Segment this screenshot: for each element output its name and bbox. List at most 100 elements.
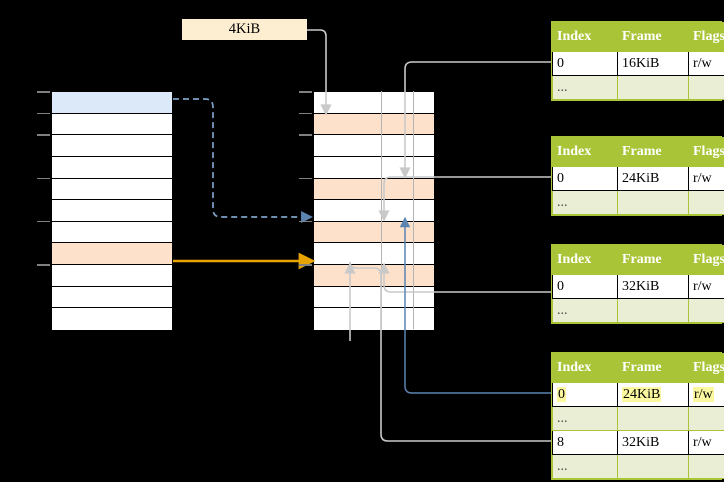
- virtual-address-space-row: [52, 221, 172, 244]
- page-table-4-r0-c2: r/w: [688, 382, 724, 407]
- page-table-2-r1-c2: [688, 190, 724, 215]
- table-row[interactable]: ...: [552, 190, 724, 215]
- physical-column-tick: [299, 134, 312, 136]
- page-table-4-r3-c1: [617, 454, 689, 479]
- page-table-1-r0-c2: r/w: [688, 51, 724, 76]
- page-table-1-r1-c1: [617, 75, 689, 100]
- table-row[interactable]: 0 24KiB r/w: [552, 382, 724, 407]
- page-table-3-header-2: Flags: [688, 245, 724, 275]
- virtual-address-space-row: [52, 135, 172, 157]
- virtual-column-tick: [37, 264, 50, 266]
- page-table-3-r1-c1: [617, 298, 689, 323]
- physical-column-tick: [299, 112, 312, 115]
- wire-virtual-row0-to-physical: [173, 98, 313, 223]
- virtual-address-space-row: [52, 243, 172, 265]
- page-table-3-header-1: Frame: [617, 245, 689, 275]
- status-badge: 0: [557, 386, 566, 402]
- physical-memory-row: [314, 156, 434, 179]
- physical-memory-row: [314, 243, 434, 265]
- physical-memory-row: [314, 308, 434, 330]
- physical-memory-row: [314, 92, 434, 114]
- virtual-address-space-row: [52, 156, 172, 179]
- physical-memory-row: [314, 178, 434, 201]
- page-table-2-r0-c0: 0: [552, 166, 618, 191]
- page-table-3-r0-c2: r/w: [688, 274, 724, 299]
- page-table-2-r1-c1: [617, 190, 689, 215]
- physical-column-tick: [299, 220, 312, 223]
- virtual-address-space-column: [51, 91, 173, 330]
- page-table-1-r1-c0: ...: [552, 75, 618, 100]
- page-table-1-header-2: Flags: [688, 22, 724, 52]
- page-table-4-r2-c2: r/w: [688, 430, 724, 455]
- table-row[interactable]: ...: [552, 298, 724, 323]
- status-badge: r/w: [693, 386, 714, 402]
- physical-column-rule-2: [413, 91, 415, 329]
- page-table-1-r0-c1: 16KiB: [617, 51, 689, 76]
- physical-column-tick: [299, 91, 312, 93]
- page-table-2-r0-c2: r/w: [688, 166, 724, 191]
- table-row[interactable]: ...: [552, 75, 724, 100]
- page-table-2-header-0: Index: [552, 137, 618, 167]
- virtual-column-tick: [37, 112, 50, 115]
- virtual-address-space-row: [52, 113, 172, 136]
- page-table-2-header-1: Frame: [617, 137, 689, 167]
- virtual-column-tick: [37, 91, 50, 93]
- page-table-3-header-0: Index: [552, 245, 618, 275]
- virtual-address-space-row: [52, 92, 172, 114]
- page-table-2-header-2: Flags: [688, 137, 724, 167]
- page-table-1-r0-c0: 0: [552, 51, 618, 76]
- page-table-4-r2-c1: 32KiB: [617, 430, 689, 455]
- physical-memory-row: [314, 113, 434, 136]
- virtual-address-space-row: [52, 286, 172, 309]
- page-table-4-r3-c0: ...: [552, 454, 618, 479]
- page-table-4-header-2: Flags: [688, 353, 724, 383]
- physical-memory-row: [314, 200, 434, 222]
- page-table-3-r1-c0: ...: [552, 298, 618, 323]
- page-table-2-r1-c0: ...: [552, 190, 618, 215]
- virtual-column-tick: [37, 177, 50, 180]
- page-table-2-r0-c1: 24KiB: [617, 166, 689, 191]
- page-table-4-header-1: Frame: [617, 353, 689, 383]
- page-table-1-header-0: Index: [552, 22, 618, 52]
- page-table-3-r0-c0: 0: [552, 274, 618, 299]
- virtual-column-tick: [37, 220, 50, 223]
- page-table-4-r1-c0: ...: [552, 406, 618, 431]
- physical-memory-row: [314, 221, 434, 244]
- page-table-3-r0-c1: 32KiB: [617, 274, 689, 299]
- page-table-4-r0-c0: 0: [552, 382, 618, 407]
- physical-column-rule-1: [381, 91, 383, 329]
- page-table-4-header-0: Index: [552, 353, 618, 383]
- page-table-4-r3-c2: [688, 454, 724, 479]
- physical-memory-row: [314, 135, 434, 157]
- status-badge: 24KiB: [622, 386, 662, 402]
- page-table-4-r0-c1: 24KiB: [617, 382, 689, 407]
- virtual-address-space-row: [52, 265, 172, 287]
- physical-memory-row: [314, 286, 434, 309]
- physical-column-tick: [299, 177, 312, 180]
- physical-memory-row: [314, 265, 434, 287]
- page-table-3-r1-c2: [688, 298, 724, 323]
- table-row[interactable]: ...: [552, 454, 724, 479]
- physical-memory-column: [313, 91, 435, 330]
- virtual-address-space-row: [52, 308, 172, 330]
- table-row[interactable]: ...: [552, 406, 724, 431]
- virtual-address-space-row: [52, 178, 172, 201]
- virtual-column-tick: [37, 134, 50, 136]
